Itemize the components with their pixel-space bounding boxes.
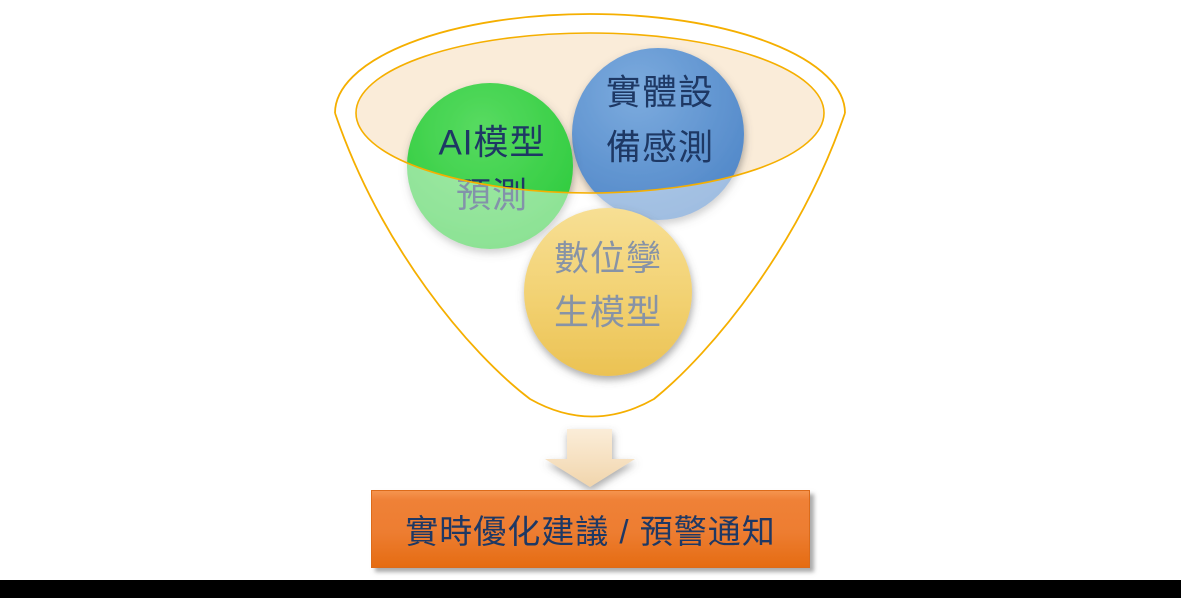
funnel-rim-outline [334,13,846,114]
circle-ai-model-label-line1: AI模型 [438,124,545,163]
bottom-bar [0,580,1181,598]
output-banner: 實時優化建議 / 預警通知 [371,490,810,568]
output-banner-label: 實時優化建議 / 預警通知 [405,513,776,550]
circle-ai-model-label-line2: 預測 [456,177,528,216]
circle-digital-twin-label-line1: 數位孿 [554,240,662,279]
circle-physical-device-sensing-label-line2: 備感測 [606,129,714,168]
circle-ai-model [407,83,573,249]
circle-physical-device-sensing [572,48,744,220]
circle-digital-twin-label-line2: 生模型 [554,294,662,333]
down-arrow-icon [545,429,635,487]
funnel-opening-outline [355,32,825,194]
circle-physical-device-sensing-label-line1: 實體設 [606,74,714,113]
circle-digital-twin [524,208,692,376]
funnel-cone-outline [334,112,846,418]
